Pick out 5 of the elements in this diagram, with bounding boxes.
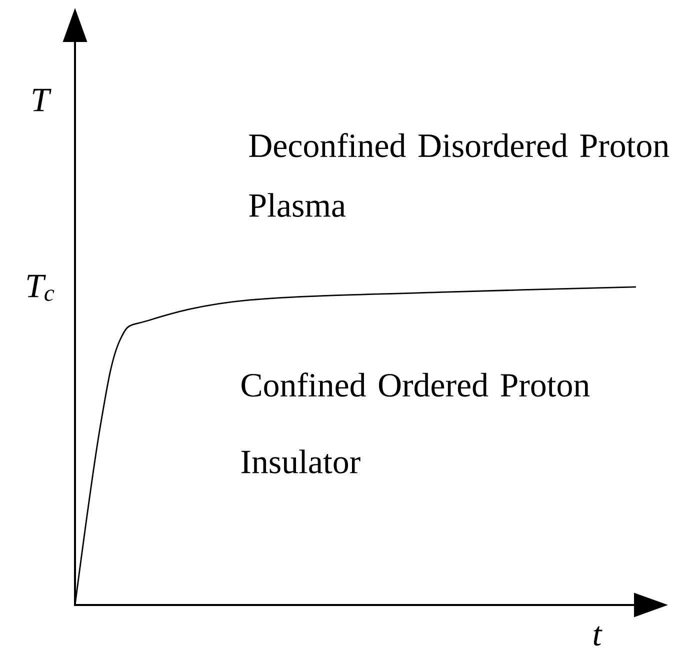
region-label: Confined Ordered Proton Insulator — [241, 372, 590, 474]
region-label: Deconfined Disordered Proton Plasma — [249, 133, 670, 217]
tick-label: T$_{c}$ — [27, 274, 54, 302]
axis-label: T — [32, 88, 52, 112]
axis-label: t — [594, 626, 602, 646]
